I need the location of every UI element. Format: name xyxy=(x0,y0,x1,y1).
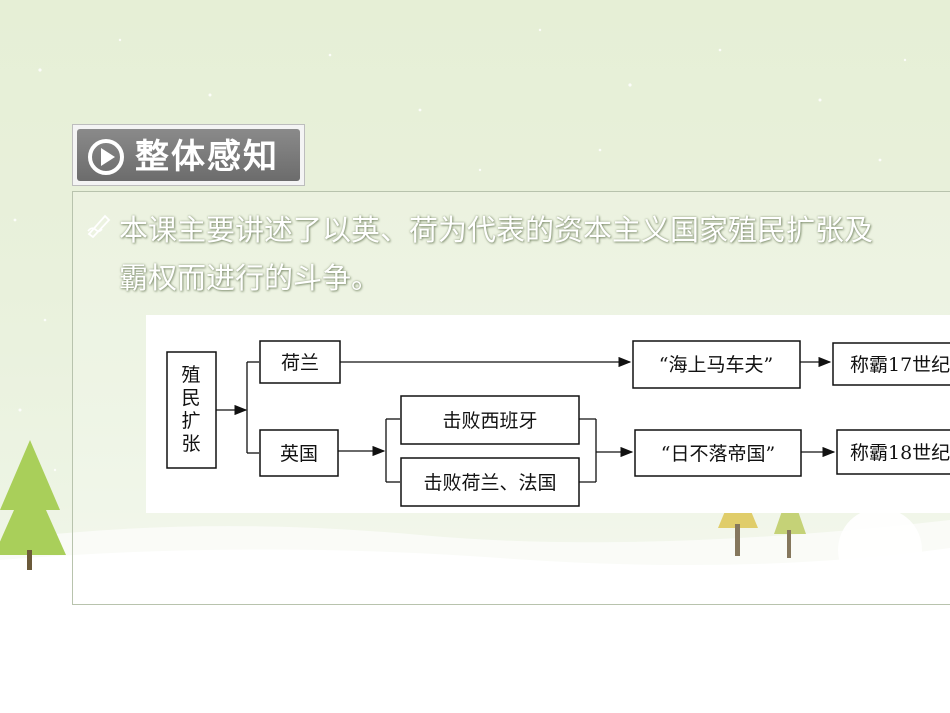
en-title-box xyxy=(634,429,802,477)
defeat-spain-label: 击败西班牙 xyxy=(442,410,537,432)
summary-line-1: 本课主要讲述了以英、荷为代表的资本主义国家殖民扩张及 xyxy=(119,213,874,247)
root-char-4: 张 xyxy=(181,433,200,455)
defeat-spain-box xyxy=(400,395,580,445)
section-title: 整体感知 xyxy=(135,137,279,177)
nl-result-box xyxy=(832,342,950,386)
england-label: 英国 xyxy=(280,443,318,465)
flowchart: 殖 民 扩 张 荷兰 “海上马车夫” 称霸17世纪 英国 xyxy=(146,315,950,513)
root-char-2: 民 xyxy=(181,387,200,409)
en-title-label: “日不落帝国” xyxy=(661,443,775,465)
pen-icon xyxy=(87,214,111,238)
section-heading-bar: 整体感知 xyxy=(77,129,300,181)
nl-result-label: 称霸17世纪 xyxy=(850,354,950,376)
summary-text: 本课主要讲述了以英、荷为代表的资本主义国家殖民扩张及 霸权而进行的斗争。 xyxy=(119,206,950,302)
play-icon xyxy=(88,139,124,175)
netherlands-box xyxy=(259,340,341,384)
netherlands-label: 荷兰 xyxy=(281,352,319,374)
england-connector xyxy=(338,418,400,483)
merge-connector xyxy=(579,418,634,483)
root-connector xyxy=(216,361,259,454)
root-char-3: 扩 xyxy=(181,410,200,432)
nl-title-label: “海上马车夫” xyxy=(659,354,773,376)
tree-left-icon xyxy=(0,440,66,570)
section-heading: 整体感知 xyxy=(72,124,305,186)
root-char-1: 殖 xyxy=(181,364,200,386)
en-result-label: 称霸18世纪 xyxy=(850,442,950,464)
root-box xyxy=(166,351,217,469)
nl-title-box xyxy=(632,340,801,389)
summary-line-2: 霸权而进行的斗争。 xyxy=(119,261,381,295)
en-result-box xyxy=(836,429,950,475)
england-box xyxy=(259,429,339,477)
defeat-nl-fr-label: 击败荷兰、法国 xyxy=(423,472,556,494)
